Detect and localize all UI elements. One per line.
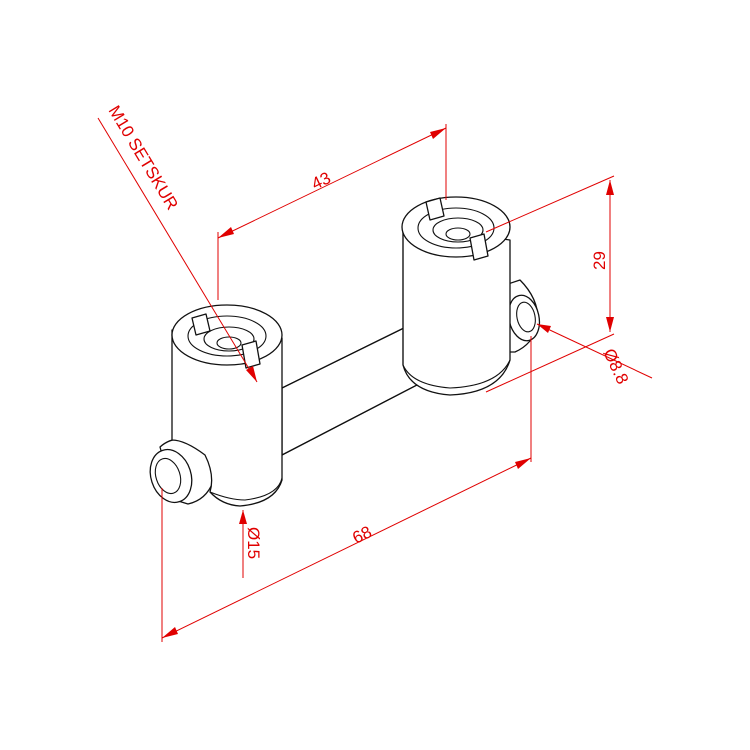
right-pin xyxy=(504,279,541,353)
dimension-29-label: 29 xyxy=(590,251,609,270)
connector-part xyxy=(149,196,541,507)
dimension-43-label: 43 xyxy=(308,168,333,193)
dimension-pin-diameter: Ø8.8 xyxy=(536,323,653,387)
dimension-pin-diameter-label: Ø8.8 xyxy=(599,346,632,387)
dimension-68-label: 68 xyxy=(349,522,374,547)
left-body xyxy=(171,304,283,507)
dimension-68: 68 xyxy=(161,336,532,642)
dimension-body-diameter: Ø15 xyxy=(239,510,263,578)
dimension-29: 29 xyxy=(485,175,615,393)
right-body xyxy=(401,196,511,396)
dimension-body-diameter-label: Ø15 xyxy=(244,527,263,559)
screw-callout-label: M10 SETSKUR xyxy=(105,102,182,213)
